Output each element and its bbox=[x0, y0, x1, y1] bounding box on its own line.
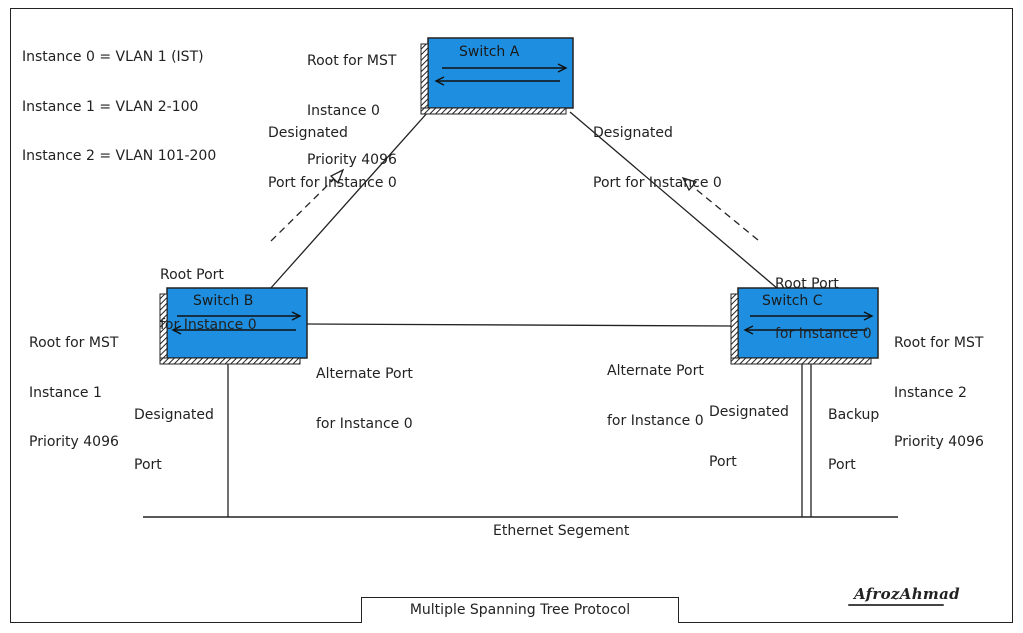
switch-a-right-port-line-2: Port for Instance 0 bbox=[593, 174, 722, 191]
switch-a-left-port-line-2: Port for Instance 0 bbox=[268, 174, 397, 191]
switch-b-root-info: Root for MST Instance 1 Priority 4096 bbox=[29, 302, 119, 467]
switch-a-label: Switch A bbox=[459, 44, 520, 60]
switch-c-alternate-port: Alternate Port for Instance 0 bbox=[607, 330, 704, 446]
switch-c-root-line-1: Root for MST bbox=[894, 335, 984, 351]
logo-underline bbox=[848, 604, 944, 606]
switch-b-alternate-port: Alternate Port for Instance 0 bbox=[316, 333, 413, 449]
author-logo: AfrozAhmad bbox=[854, 585, 960, 603]
switch-c-alt-port-line-2: for Instance 0 bbox=[607, 412, 704, 429]
switch-a-root-line-3: Priority 4096 bbox=[307, 152, 397, 168]
dashed-arrow-c-to-a bbox=[681, 176, 759, 241]
ethernet-segment-label: Ethernet Segement bbox=[493, 523, 630, 539]
switch-c-designated-port: Designated Port bbox=[709, 371, 789, 487]
switch-a-arrows bbox=[434, 63, 568, 86]
switch-b-root-line-2: Instance 1 bbox=[29, 384, 102, 401]
switch-c-des-port-line-2: Port bbox=[709, 453, 737, 470]
switch-b-root-line-1: Root for MST bbox=[29, 335, 119, 351]
switch-b-arrows bbox=[171, 311, 302, 335]
legend-line-instance-2: Instance 2 = VLAN 101-200 bbox=[22, 148, 217, 164]
vlan-legend: Instance 0 = VLAN 1 (IST) Instance 1 = V… bbox=[22, 16, 216, 181]
switch-a-left-port-line-1: Designated bbox=[268, 125, 348, 141]
switch-c-label: Switch C bbox=[762, 293, 823, 309]
link-a-b bbox=[269, 111, 429, 290]
switch-a-root-line-1: Root for MST bbox=[307, 53, 397, 69]
switch-c-root-port-line-1: Root Port bbox=[775, 276, 839, 292]
switch-c-root-port: Root Port for Instance 0 bbox=[775, 243, 872, 359]
switch-c-alt-port-line-1: Alternate Port bbox=[607, 363, 704, 379]
switch-b-root-line-3: Priority 4096 bbox=[29, 434, 119, 450]
switch-c bbox=[730, 287, 879, 365]
switch-b-label: Switch B bbox=[193, 293, 254, 309]
switch-a-right-port-line-1: Designated bbox=[593, 125, 673, 141]
link-b-c bbox=[306, 323, 734, 327]
switch-b bbox=[159, 287, 308, 365]
switch-c-root-line-2: Instance 2 bbox=[894, 384, 967, 401]
diagram-caption: Multiple Spanning Tree Protocol bbox=[361, 597, 679, 623]
switch-c-root-info: Root for MST Instance 2 Priority 4096 bbox=[894, 302, 984, 467]
switch-c-root-line-3: Priority 4096 bbox=[894, 434, 984, 450]
switch-c-des-port-line-1: Designated bbox=[709, 404, 789, 420]
switch-a bbox=[420, 37, 574, 115]
dashed-arrow-b-to-a bbox=[270, 168, 345, 242]
switch-a-right-designated-port: Designated Port for Instance 0 bbox=[593, 92, 722, 208]
switch-b-alt-port-line-2: for Instance 0 bbox=[316, 415, 413, 432]
switch-c-backup-port-line-2: Port bbox=[828, 456, 856, 473]
switch-c-backup-port: Backup Port bbox=[828, 374, 879, 490]
switch-b-root-port-line-2: for Instance 0 bbox=[160, 316, 257, 333]
switch-a-left-designated-port: Designated Port for Instance 0 bbox=[268, 92, 397, 208]
legend-line-instance-1: Instance 1 = VLAN 2-100 bbox=[22, 98, 199, 115]
switch-b-des-port-line-2: Port bbox=[134, 456, 162, 473]
switch-b-root-port-line-1: Root Port bbox=[160, 267, 224, 283]
switch-a-root-info: Root for MST Instance 0 Priority 4096 bbox=[307, 20, 397, 185]
switch-b-designated-port: Designated Port bbox=[134, 374, 214, 490]
switch-b-root-port: Root Port for Instance 0 bbox=[160, 234, 257, 350]
switch-c-arrows bbox=[743, 311, 874, 335]
switch-b-des-port-line-1: Designated bbox=[134, 407, 214, 423]
legend-line-instance-0: Instance 0 = VLAN 1 (IST) bbox=[22, 49, 204, 65]
switch-b-alt-port-line-1: Alternate Port bbox=[316, 366, 413, 382]
switch-a-root-line-2: Instance 0 bbox=[307, 102, 380, 119]
link-a-c bbox=[569, 111, 779, 290]
switch-c-root-port-line-2: for Instance 0 bbox=[775, 325, 872, 342]
switch-c-backup-port-line-1: Backup bbox=[828, 407, 880, 423]
